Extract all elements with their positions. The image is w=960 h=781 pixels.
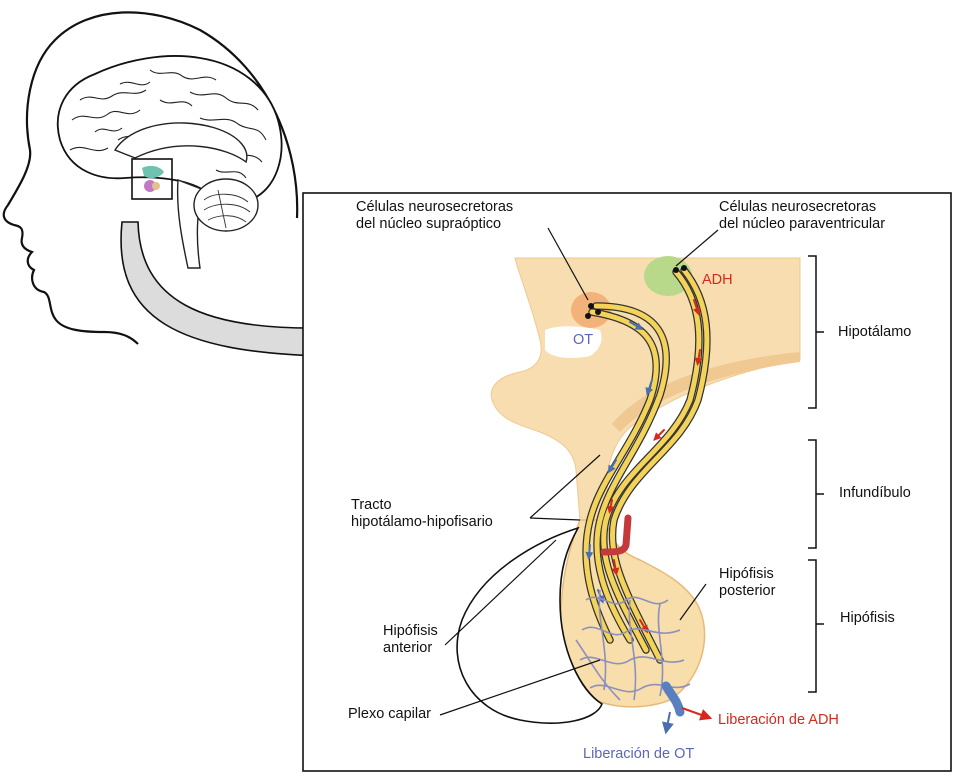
leader-lines: [439, 227, 719, 716]
tract-label-line1: Tracto: [351, 497, 392, 513]
adh-release-label: Liberación de ADH: [718, 712, 839, 728]
anterior-pituitary-label-line1: Hipófisis: [383, 623, 438, 639]
posterior-pituitary-label-line1: Hipófisis: [719, 566, 774, 582]
ot-release-label: Liberación de OT: [583, 746, 695, 762]
anterior-pituitary-label: Hipófisis anterior: [383, 623, 438, 657]
adh-release-arrow: [681, 707, 713, 721]
capillary-plexus: [575, 589, 691, 701]
vein: [661, 681, 685, 717]
supraoptic-label-line2: del núcleo supraóptico: [356, 216, 502, 232]
hypothalamus-label: Hipotálamo: [838, 324, 912, 340]
adh-label: ADH: [702, 272, 733, 288]
zoom-box: [131, 158, 173, 200]
paraventricular-label: Células neurosecretoras del núcleo parav…: [719, 199, 885, 233]
infundibulum-label: Infundíbulo: [839, 485, 911, 501]
supraoptic-label: Células neurosecretoras del núcleo supra…: [356, 199, 513, 233]
brain: [56, 55, 283, 269]
tract-label-line2: hipotálamo-hipofisario: [351, 514, 493, 530]
paraventricular-label-line2: del núcleo paraventricular: [719, 216, 886, 232]
axon-tracts: [582, 266, 711, 664]
artery: [600, 514, 632, 556]
paraventricular-label-line1: Células neurosecretoras: [719, 199, 877, 215]
anterior-pituitary-outline: [456, 526, 603, 724]
posterior-pituitary-label-line2: posterior: [719, 583, 776, 599]
anterior-pituitary-label-line2: anterior: [383, 640, 433, 656]
ot-release-arrow: [661, 711, 674, 735]
tract-label: Tracto hipotálamo-hipofisario: [351, 497, 493, 531]
head-silhouette: [2, 11, 299, 345]
region-brackets: [808, 255, 824, 693]
neuron-cell-bodies: [585, 265, 687, 319]
capillary-plexus-label: Plexo capilar: [348, 706, 432, 722]
posterior-pituitary-label: Hipófisis posterior: [719, 566, 775, 600]
paraventricular-nucleus: [644, 256, 692, 296]
supraoptic-label-line1: Células neurosecretoras: [356, 199, 514, 215]
pituitary-label: Hipófisis: [840, 610, 895, 626]
ot-label: OT: [573, 332, 594, 348]
